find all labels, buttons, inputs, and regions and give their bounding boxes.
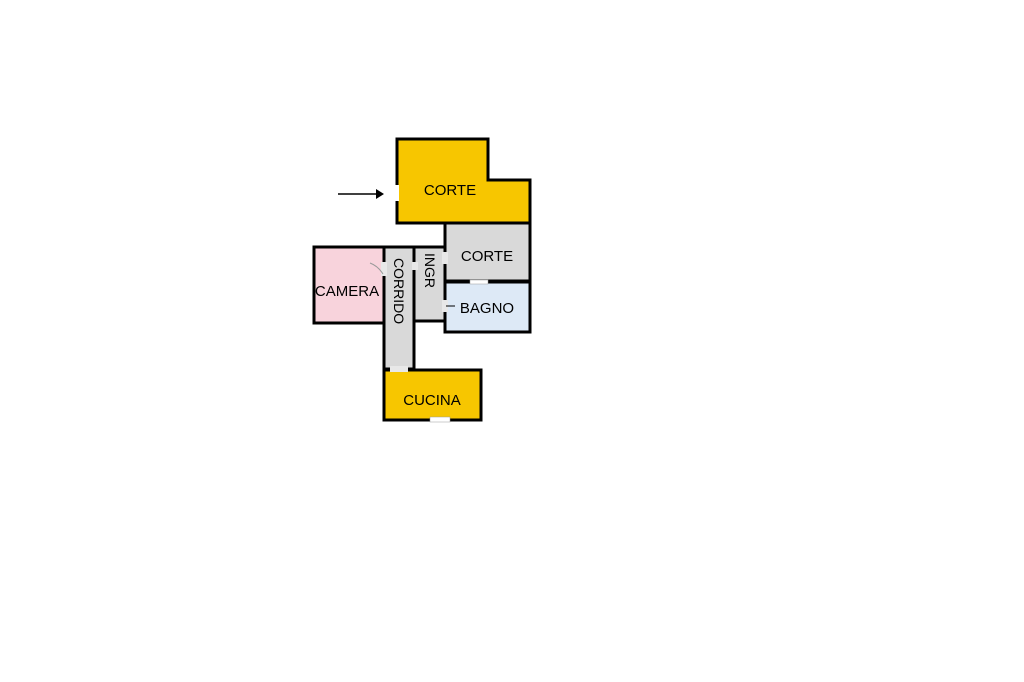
entrance-label: INGR xyxy=(422,253,438,288)
cucina-room xyxy=(382,368,483,422)
camera-label: CAMERA xyxy=(315,283,379,300)
cucina-label: CUCINA xyxy=(403,392,461,409)
corte-outer-area xyxy=(395,137,532,225)
window-corte-inner xyxy=(469,279,489,285)
arrow-right-icon xyxy=(338,189,384,199)
door-swing-camera xyxy=(369,262,384,275)
door-opening-bagno xyxy=(442,300,448,312)
door-opening-entrance xyxy=(412,262,418,270)
door-opening-corte-inner xyxy=(442,252,448,264)
corridor-label: CORRIDO xyxy=(391,258,407,324)
door-opening-camera xyxy=(381,262,387,276)
camera-room xyxy=(312,245,387,325)
door-opening-cucina xyxy=(390,366,408,372)
window-cucina xyxy=(429,416,451,423)
door-opening-corte xyxy=(393,185,399,201)
corte-outer-label: CORTE xyxy=(424,182,476,199)
corte-inner-label: CORTE xyxy=(461,248,513,265)
bagno-label: BAGNO xyxy=(460,300,514,317)
